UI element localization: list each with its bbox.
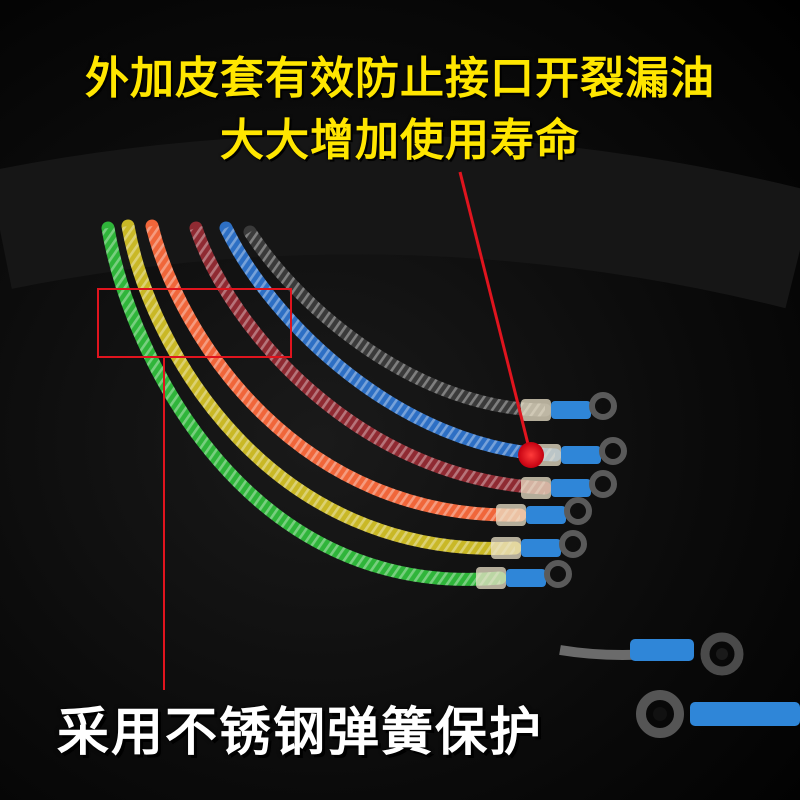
callout-dot — [518, 442, 544, 468]
black-hose-banjo-fitting — [589, 392, 617, 420]
black-hose-clear-sleeve — [521, 399, 551, 421]
green-hose-banjo-fitting — [544, 560, 572, 588]
red-hose-clear-sleeve — [521, 477, 551, 499]
red-hose-blue-fitting — [551, 479, 591, 497]
red-hose-banjo-fitting — [589, 470, 617, 498]
black-hose — [243, 225, 617, 421]
green-hose-blue-fitting — [506, 569, 546, 587]
orange-hose-banjo-fitting — [564, 497, 592, 525]
hose-bundle — [101, 219, 627, 589]
orange-hose-blue-fitting — [526, 506, 566, 524]
yellow-hose-banjo-fitting — [559, 530, 587, 558]
yellow-hose-blue-fitting — [521, 539, 561, 557]
caption-text: 采用不锈钢弹簧保护 — [56, 703, 543, 763]
blue-hose-blue-fitting — [561, 446, 601, 464]
blue-hose-banjo-fitting — [599, 437, 627, 465]
headline-line-2: 大大增加使用寿命 — [220, 115, 580, 166]
red-hose — [189, 221, 617, 499]
yellow-hose-clear-sleeve — [491, 537, 521, 559]
headline-line-1: 外加皮套有效防止接口开裂漏油 — [85, 53, 715, 104]
callout-line-headline — [458, 171, 532, 453]
callout-box — [97, 288, 292, 358]
hose-end-detail — [559, 632, 800, 738]
black-hose-blue-fitting — [551, 401, 591, 419]
orange-hose — [145, 219, 592, 526]
yellow-hose — [121, 219, 587, 559]
orange-hose-clear-sleeve — [496, 504, 526, 526]
green-hose-clear-sleeve — [476, 567, 506, 589]
background-arc — [0, 134, 800, 309]
